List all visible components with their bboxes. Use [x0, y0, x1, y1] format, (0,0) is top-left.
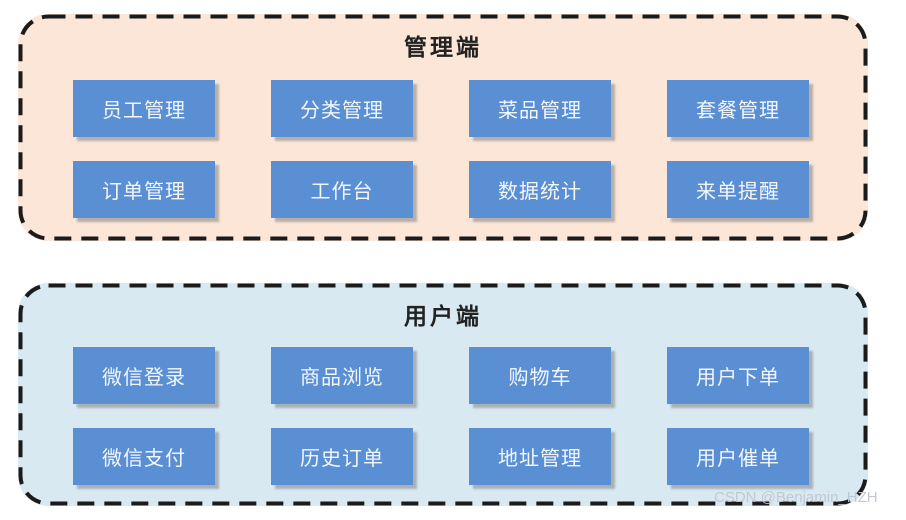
csdn-watermark: CSDN @Benjamin_HZH	[714, 489, 878, 506]
module-box-order-management: 订单管理	[73, 161, 215, 218]
user-panel-title: 用户端	[404, 303, 482, 330]
module-box-dish-management: 菜品管理	[469, 80, 611, 137]
module-box-employee-management: 员工管理	[73, 80, 215, 137]
admin-panel: 管理端 员工管理 分类管理 菜品管理 套餐管理 订单管理 工作台 数据统计 来单…	[18, 14, 868, 241]
module-box-wechat-pay: 微信支付	[73, 428, 215, 485]
module-box-product-browse: 商品浏览	[271, 347, 413, 404]
user-module-grid: 微信登录 商品浏览 购物车 用户下单 微信支付 历史订单 地址管理 用户催单	[73, 347, 809, 485]
module-box-category-management: 分类管理	[271, 80, 413, 137]
module-box-wechat-login: 微信登录	[73, 347, 215, 404]
module-box-setmeal-management: 套餐管理	[667, 80, 809, 137]
admin-module-grid: 员工管理 分类管理 菜品管理 套餐管理 订单管理 工作台 数据统计 来单提醒	[73, 80, 809, 218]
module-box-user-urge-order: 用户催单	[667, 428, 809, 485]
module-box-user-place-order: 用户下单	[667, 347, 809, 404]
module-box-order-reminder: 来单提醒	[667, 161, 809, 218]
user-panel: 用户端 微信登录 商品浏览 购物车 用户下单 微信支付 历史订单 地址管理 用户…	[18, 283, 868, 506]
admin-panel-title: 管理端	[404, 34, 482, 61]
module-box-data-statistics: 数据统计	[469, 161, 611, 218]
module-box-shopping-cart: 购物车	[469, 347, 611, 404]
module-box-workbench: 工作台	[271, 161, 413, 218]
module-box-history-orders: 历史订单	[271, 428, 413, 485]
module-box-address-management: 地址管理	[469, 428, 611, 485]
